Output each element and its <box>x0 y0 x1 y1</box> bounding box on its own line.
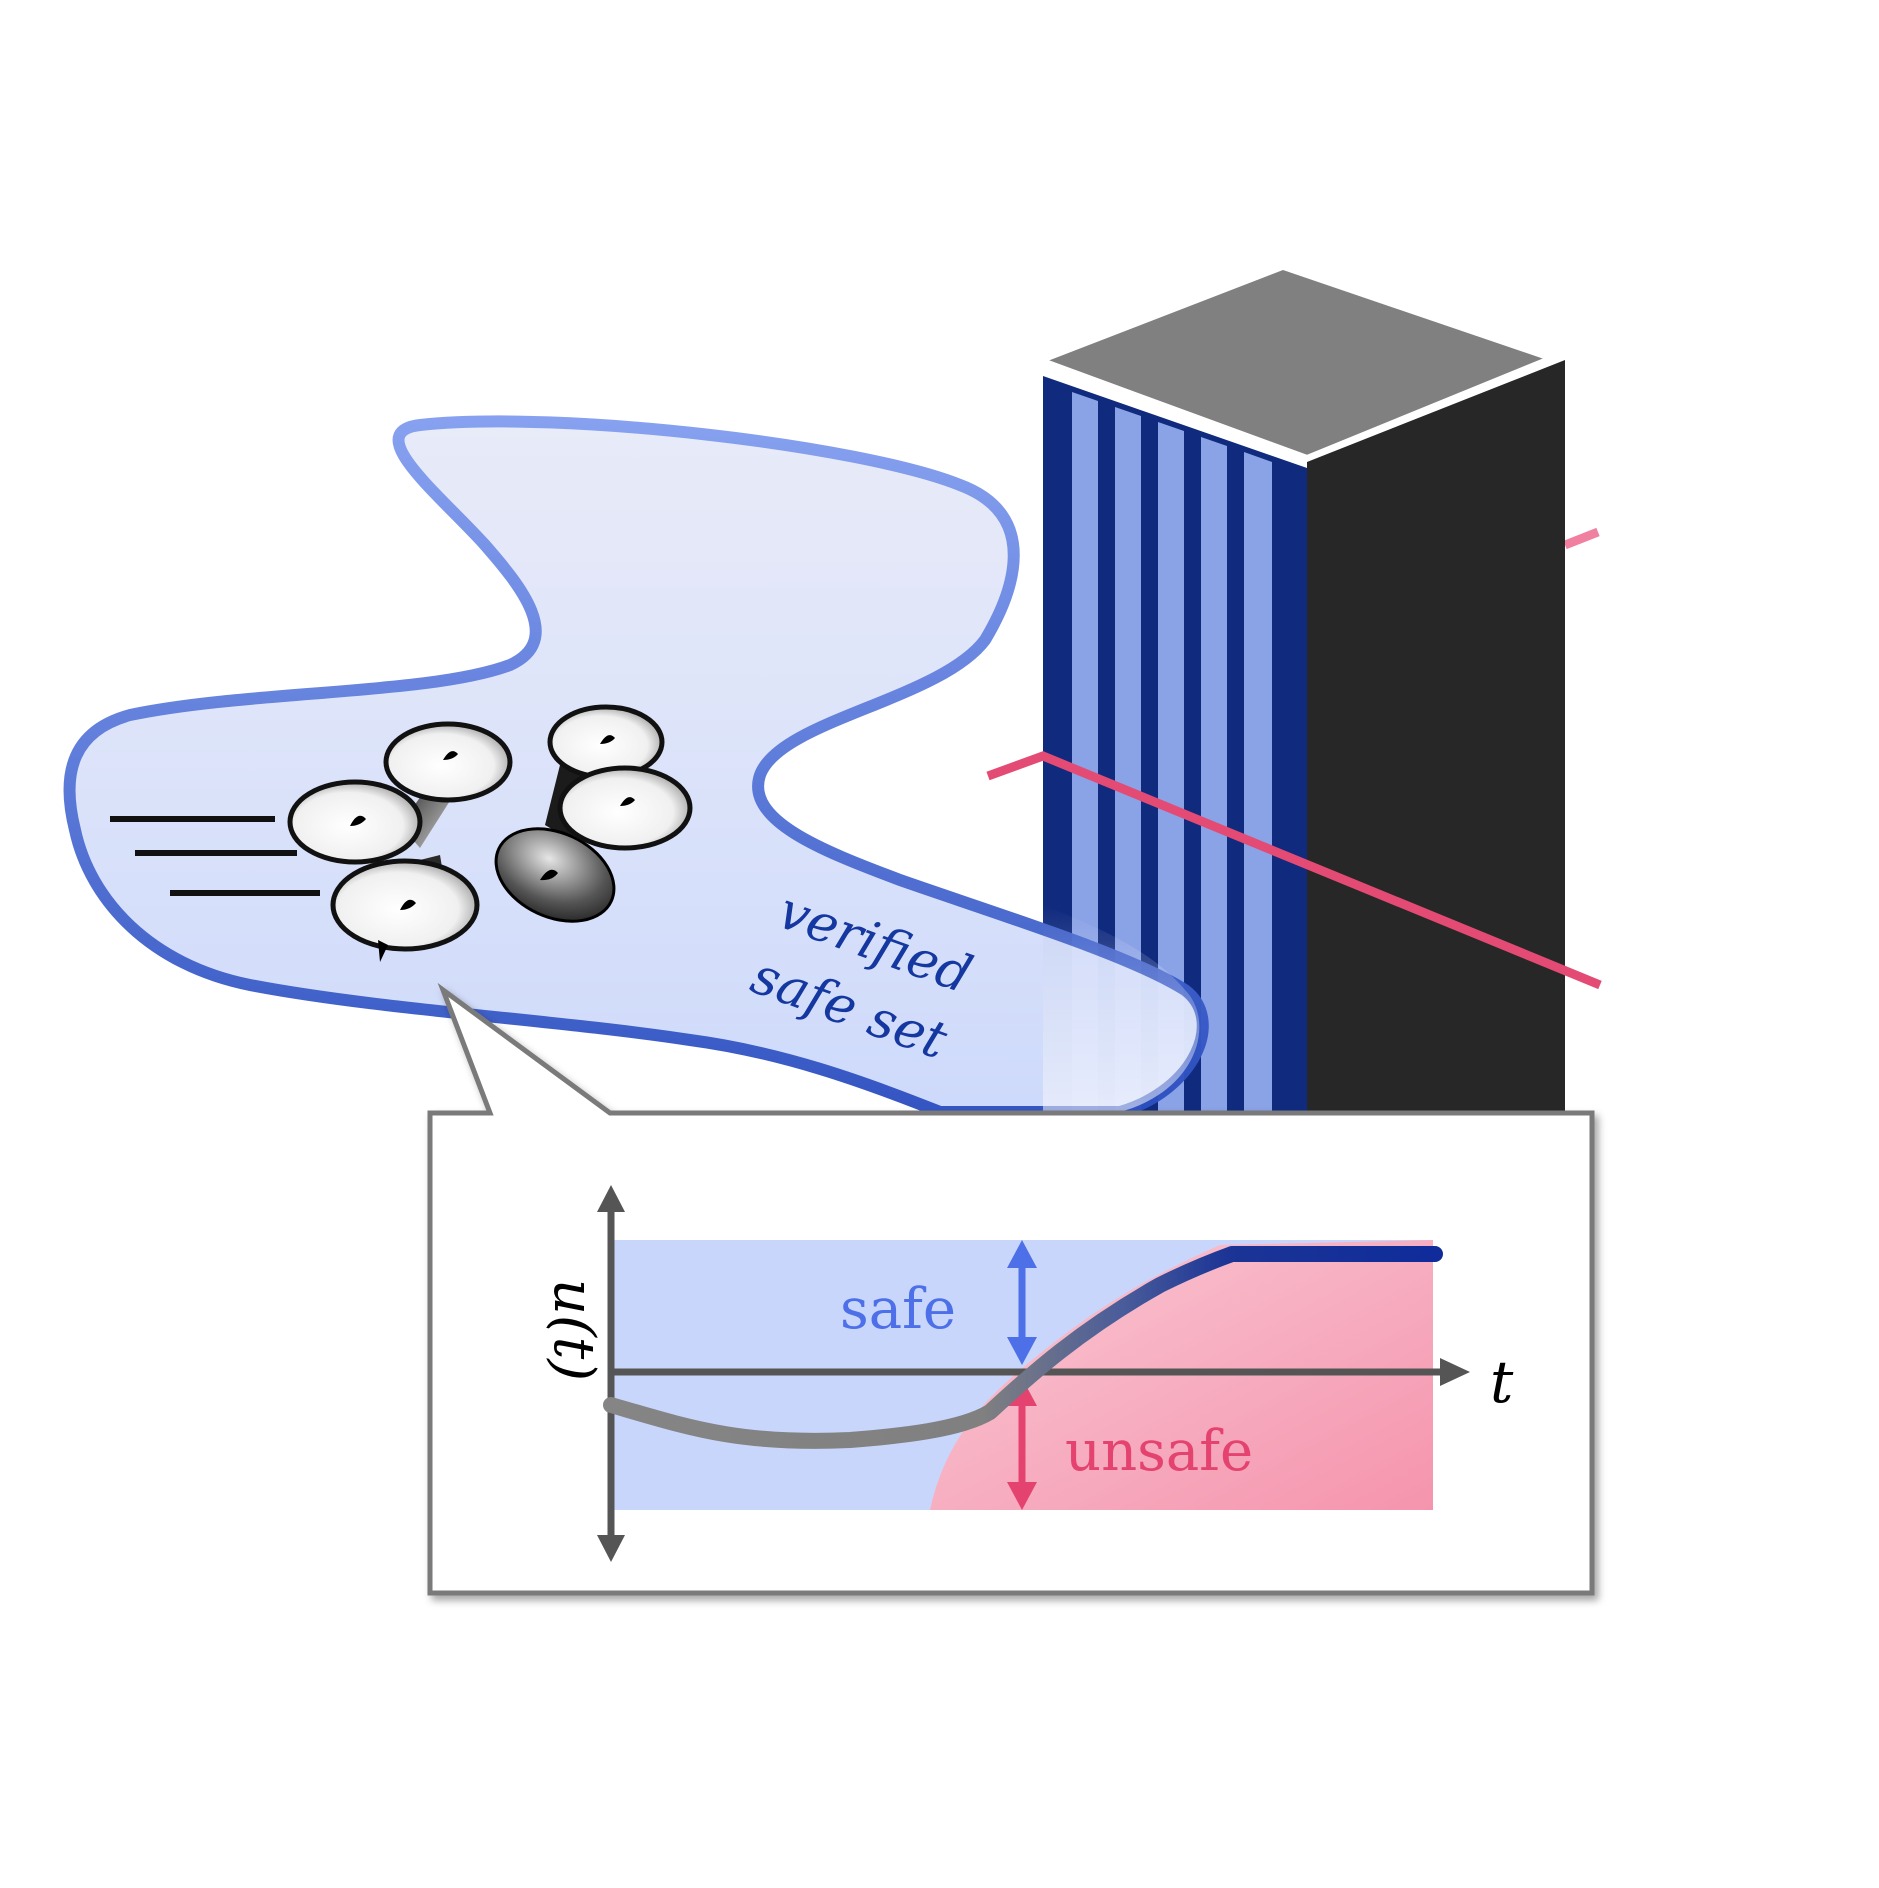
building-roof-edge <box>1043 357 1549 462</box>
y-axis-label: u(t) <box>541 1279 606 1381</box>
safe-set-building-overlap <box>1043 905 1200 1112</box>
control-trajectory <box>603 1246 1443 1449</box>
unsafe-label: unsafe <box>1065 1419 1253 1484</box>
unsafe-boundary-line-back <box>1563 527 1600 550</box>
building-side-face <box>1307 360 1565 1115</box>
y-axis-arrow-up <box>597 1185 625 1212</box>
quadrotor-icon <box>287 704 693 962</box>
building-window-stripes <box>1072 392 1272 1115</box>
x-axis-label: t <box>1490 1348 1514 1416</box>
safe-label: safe <box>840 1277 956 1342</box>
y-axis-arrow-down <box>597 1535 625 1562</box>
motion-lines <box>110 816 320 896</box>
building <box>1043 270 1565 1115</box>
x-axis-arrow <box>1440 1358 1470 1386</box>
inset-plot: safe unsafe t u(t) <box>541 1185 1514 1562</box>
unsafe-boundary-line <box>986 751 1602 990</box>
safe-margin-arrow <box>1007 1240 1037 1365</box>
